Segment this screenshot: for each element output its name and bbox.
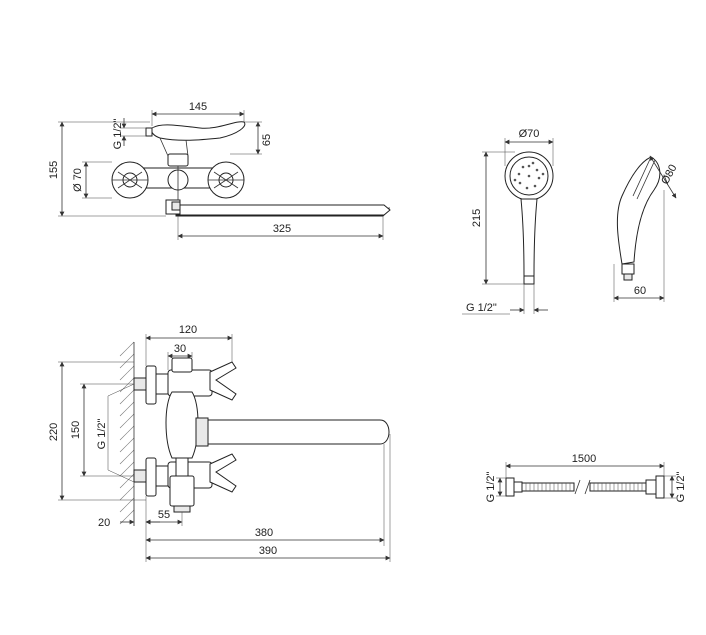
- front-dim-145: 145: [189, 101, 207, 113]
- shower-dim-215: 215: [471, 209, 483, 227]
- top-flange-upper: [145, 365, 157, 405]
- hose-dim-1500: 1500: [572, 453, 596, 465]
- top-dim-120: 120: [179, 324, 197, 336]
- front-lever: [151, 121, 246, 141]
- shower-dim-60: 60: [634, 285, 646, 297]
- wall-hatch: [119, 341, 135, 525]
- shower-handle-front: [520, 198, 538, 277]
- shower-dim-g12: G 1/2": [466, 302, 497, 314]
- shower-dim-d80: Ø80: [659, 163, 679, 187]
- top-dim-g12: G 1/2": [96, 419, 108, 450]
- top-central-body: [165, 391, 199, 459]
- top-dim-150: 150: [70, 421, 82, 439]
- front-dim-65: 65: [261, 134, 273, 146]
- front-dim-d70: Ø 70: [72, 168, 84, 192]
- top-flange-lower: [145, 457, 157, 497]
- front-view: 145 65 G 1/2" 155 Ø 70 325: [48, 101, 391, 240]
- hand-shower-view: Ø70 215 G 1/2" Ø80 60: [462, 128, 680, 315]
- front-dim-155: 155: [48, 161, 60, 179]
- shower-head-side: [616, 156, 661, 265]
- top-handle-lower: [209, 453, 237, 493]
- top-view: 120 30 220 150 G 1/2" 20 55: [48, 324, 391, 562]
- shower-nozzles: [513, 161, 545, 190]
- hose-view: 1500 G 1/2" G 1/2": [485, 453, 687, 502]
- front-dim-325: 325: [273, 223, 291, 235]
- top-spout: [197, 419, 390, 445]
- top-dim-55: 55: [158, 509, 170, 521]
- hose-dim-g12-right: G 1/2": [675, 472, 687, 503]
- top-dim-380: 380: [255, 527, 273, 539]
- hose-dim-g12-left: G 1/2": [485, 472, 497, 503]
- top-handle-upper: [209, 361, 237, 401]
- hose-left-section: [521, 482, 575, 492]
- front-dim-g12: G 1/2": [112, 119, 124, 150]
- shower-dim-d70: Ø70: [519, 128, 540, 140]
- top-dim-390: 390: [259, 545, 277, 557]
- top-dim-30: 30: [174, 343, 186, 355]
- top-dim-20: 20: [98, 517, 110, 529]
- top-dim-220: 220: [48, 423, 60, 441]
